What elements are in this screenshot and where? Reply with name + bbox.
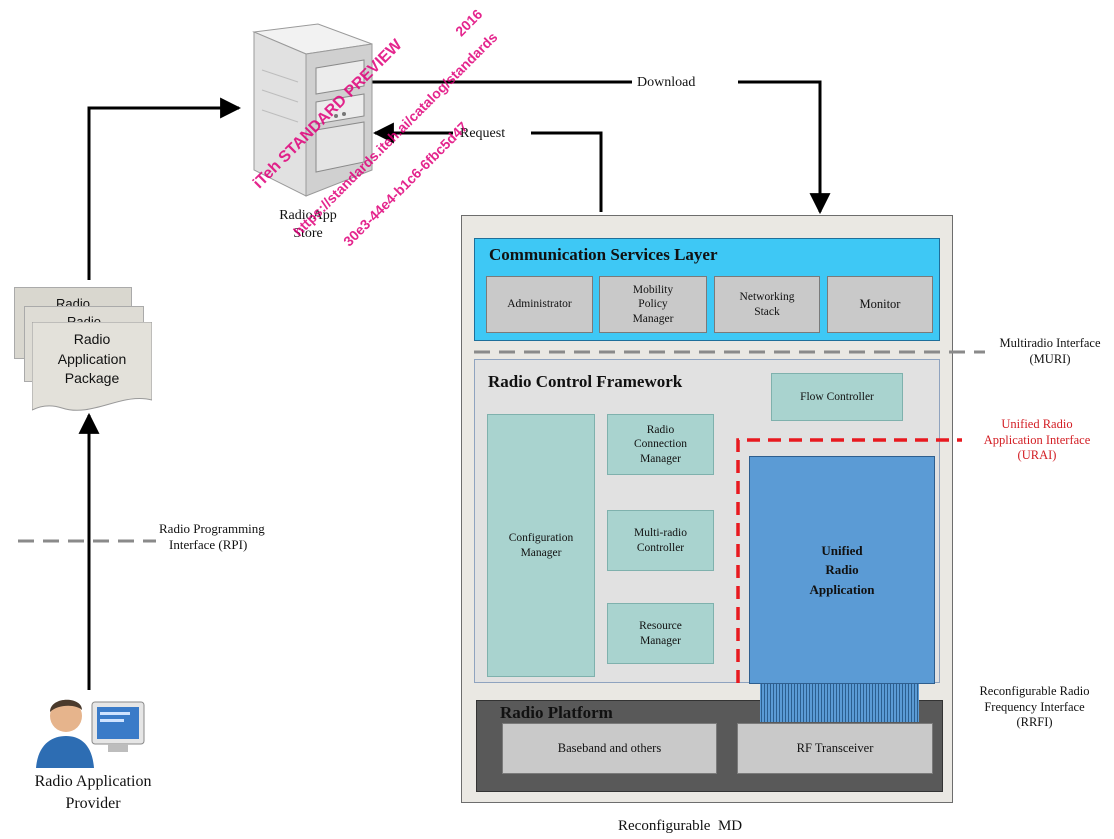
- ura-label-1: Unified: [821, 542, 863, 558]
- package-to-store-arrow: [87, 97, 242, 280]
- radioapp-store-label: RadioApp Store: [258, 207, 358, 242]
- rrfi-connector: [760, 684, 919, 722]
- resource-manager-box: Resource Manager: [607, 603, 714, 664]
- package-front-line2: Application: [57, 350, 127, 367]
- rpi-label: Radio Programming Interface (RPI): [159, 521, 265, 554]
- rcf-title: Radio Control Framework: [488, 372, 683, 391]
- rf-transceiver-label: RF Transceiver: [796, 740, 874, 755]
- urai-line2: Application Interface: [983, 432, 1091, 447]
- person-computer-icon: [34, 688, 152, 768]
- package-front-line1: Radio: [73, 331, 111, 347]
- provider-label: Radio Application Provider: [18, 771, 168, 814]
- download-arrow-end: [738, 80, 831, 215]
- networking-stack-box: Networking Stack: [714, 276, 820, 333]
- muri-line1: Multiradio Interface: [999, 336, 1101, 350]
- urai-line3: (URAI): [1017, 448, 1057, 463]
- reconfigurable-md-caption: Reconfigurable MD: [618, 818, 743, 834]
- networking-label-2: Stack: [754, 305, 780, 318]
- server-icon: [236, 20, 376, 200]
- ura-label-2: Radio: [825, 562, 859, 578]
- mrc-label-2: Controller: [636, 541, 685, 554]
- mobility-label-3: Manager: [632, 312, 674, 325]
- ura-label-3: Application: [809, 581, 875, 597]
- monitor-label: Monitor: [859, 296, 901, 311]
- networking-label-1: Networking: [739, 291, 795, 304]
- csl-title: Communication Services Layer: [489, 245, 718, 264]
- request-arrow: [531, 131, 603, 212]
- config-label-1: Configuration: [508, 532, 574, 545]
- radio-platform-title: Radio Platform: [500, 703, 613, 722]
- rpi-line2: Interface (RPI): [169, 537, 248, 553]
- rm-label-1: Resource: [639, 620, 682, 633]
- mrc-label-1: Multi-radio: [633, 527, 688, 540]
- rcm-label-2: Connection: [633, 438, 688, 451]
- radioapp-store-line2: Store: [293, 225, 323, 241]
- multiradio-controller-box: Multi-radio Controller: [607, 510, 714, 571]
- rf-transceiver-box: RF Transceiver: [737, 723, 933, 774]
- urai-line1: Unified Radio: [1001, 417, 1073, 431]
- rm-label-2: Manager: [640, 634, 681, 647]
- rrfi-label: Reconfigurable Radio Frequency Interface…: [957, 684, 1112, 731]
- mobility-label-1: Mobility: [632, 283, 674, 296]
- baseband-label: Baseband and others: [557, 740, 662, 755]
- configuration-manager-box: Configuration Manager: [487, 414, 595, 677]
- rrfi-line3: (RRFI): [1016, 715, 1053, 730]
- administrator-box: Administrator: [486, 276, 593, 333]
- rrfi-line1: Reconfigurable Radio: [979, 684, 1090, 698]
- radioapp-store-line1: RadioApp: [279, 208, 337, 223]
- mobility-label-2: Policy: [638, 298, 668, 311]
- urai-dashed-line: [736, 438, 962, 683]
- rpi-line1: Radio Programming: [159, 521, 265, 536]
- monitor-box: Monitor: [827, 276, 933, 333]
- config-label-2: Manager: [520, 546, 562, 559]
- package-icon-front: Radio Application Package: [32, 322, 152, 414]
- provider-line1: Radio Application: [34, 773, 152, 790]
- request-label: Request: [460, 126, 506, 141]
- radio-connection-manager-box: Radio Connection Manager: [607, 414, 714, 475]
- provider-line2: Provider: [65, 794, 121, 812]
- flow-controller-box: Flow Controller: [771, 373, 903, 421]
- mobility-policy-manager-box: Mobility Policy Manager: [599, 276, 707, 333]
- muri-label: Multiradio Interface (MURI): [990, 336, 1110, 367]
- flow-controller-label: Flow Controller: [800, 390, 874, 403]
- package-front-line3: Package: [64, 370, 120, 387]
- rrfi-line2: Frequency Interface: [984, 699, 1085, 714]
- rcm-label-1: Radio: [646, 423, 675, 436]
- download-label: Download: [637, 75, 696, 90]
- administrator-label: Administrator: [507, 298, 572, 311]
- rcm-label-3: Manager: [640, 452, 681, 465]
- unified-radio-application: Unified Radio Application: [749, 456, 935, 684]
- urai-label: Unified Radio Application Interface (URA…: [962, 417, 1112, 464]
- baseband-box: Baseband and others: [502, 723, 717, 774]
- muri-line2: (MURI): [1029, 351, 1071, 366]
